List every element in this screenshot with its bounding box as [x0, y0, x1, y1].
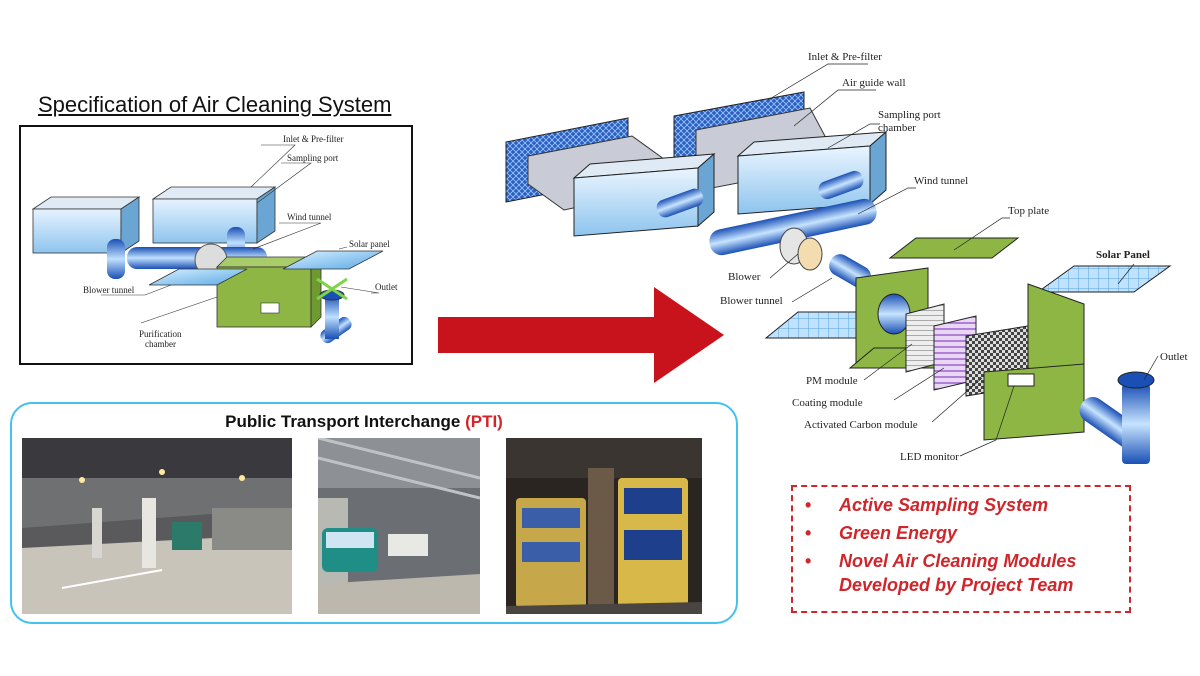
spec-label-purif2: chamber: [145, 339, 176, 349]
spec-label-blower: Blower tunnel: [83, 285, 135, 295]
pti-abbr: (PTI): [465, 412, 503, 431]
pti-panel: [10, 402, 738, 624]
spec-label-outlet: Outlet: [375, 282, 398, 292]
label-led: LED monitor: [900, 451, 959, 463]
features-box: • Active Sampling System • Green Energy • N…: [791, 485, 1131, 613]
label-sampling2: chamber: [878, 122, 916, 134]
features-list: • Active Sampling System • Green Energy • N…: [805, 493, 1129, 601]
exploded-solar-panel-right: [1036, 265, 1172, 293]
feature-text: Green Energy: [839, 523, 958, 543]
label-sampling1: Sampling port: [878, 109, 941, 121]
feature-text: Novel Air Cleaning Modules Developed by …: [839, 551, 1077, 595]
sampling-pipe-left: [107, 239, 125, 279]
label-blower: Blower: [728, 271, 761, 283]
feature-bullet: •: [805, 523, 812, 543]
blower-fan: [797, 237, 823, 271]
outlet: [316, 277, 352, 344]
spec-title: Specification of Air Cleaning System: [38, 92, 392, 117]
pti-photo-1: [22, 438, 292, 614]
exploded-outlet: [1079, 371, 1155, 464]
pti-photo-3: [506, 438, 702, 614]
spec-diagram: Inlet & Pre-filter Sampling port Wind tu…: [31, 134, 398, 349]
led-monitor: [1007, 373, 1035, 387]
pti-photo-2: [318, 438, 480, 614]
label-carbon: Activated Carbon module: [804, 419, 918, 431]
pti-title: Public Transport Interchange (PTI): [0, 412, 728, 432]
exploded-wind-tunnel: [709, 198, 877, 256]
label-wind: Wind tunnel: [914, 175, 968, 187]
spec-label-inlet: Inlet & Pre-filter: [283, 134, 343, 144]
feature-item: • Green Energy: [805, 521, 1129, 545]
label-pm: PM module: [806, 375, 858, 387]
feature-bullet: •: [805, 551, 812, 571]
spec-label-sampling: Sampling port: [287, 153, 339, 163]
solar-panel-right: [282, 250, 384, 270]
spec-label-purif1: Purification: [139, 329, 182, 339]
feature-bullet: •: [805, 495, 812, 515]
top-plate: [888, 237, 1020, 259]
direction-arrow: [438, 287, 724, 383]
label-airguide: Air guide wall: [842, 77, 906, 89]
sampling-chamber-right: [736, 130, 888, 215]
label-coating: Coating module: [792, 397, 863, 409]
label-inlet: Inlet & Pre-filter: [808, 51, 882, 63]
feature-text: Active Sampling System: [839, 495, 1049, 515]
exploded-diagram: Inlet & Pre-filter Air guide wall Sampli…: [505, 51, 1188, 464]
inlet-box-left: [31, 196, 141, 254]
feature-item: • Novel Air Cleaning Modules Developed by…: [805, 549, 1129, 597]
spec-label-solar: Solar panel: [349, 239, 390, 249]
sampling-port-right: [818, 170, 864, 200]
label-top: Top plate: [1008, 205, 1049, 217]
sampling-port-left: [656, 188, 704, 218]
sampling-chamber-left: [572, 152, 716, 237]
label-outlet: Outlet: [1160, 351, 1188, 363]
spec-diagram-frame: Inlet & Pre-filter Sampling port Wind tu…: [19, 125, 413, 365]
label-blower-tunnel: Blower tunnel: [720, 295, 783, 307]
feature-item: • Active Sampling System: [805, 493, 1129, 517]
solar-panel-left: [148, 268, 248, 286]
spec-label-wind: Wind tunnel: [287, 212, 332, 222]
pti-title-text: Public Transport Interchange: [225, 412, 466, 431]
inlet-box-right: [151, 186, 277, 244]
label-solar: Solar Panel: [1096, 249, 1150, 261]
